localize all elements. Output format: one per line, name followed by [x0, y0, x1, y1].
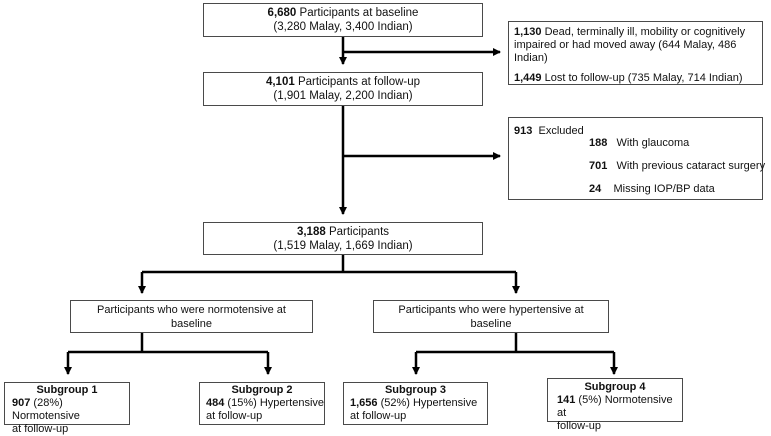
final-detail: (1,519 Malay, 1,669 Indian): [273, 240, 413, 252]
subgroup-text-line2: at follow-up: [12, 423, 69, 435]
excluded-box: 913 Excluded 188 With glaucoma 701 With …: [508, 117, 766, 200]
baseline-detail: (3,280 Malay, 3,400 Indian): [273, 21, 413, 33]
followup-label: Participants at follow-up: [297, 76, 421, 88]
subgroup-text-line1: (15%) Hypertensive: [227, 397, 325, 409]
normotensive-line1: Participants who were normotensive at: [97, 304, 286, 316]
subgroup-text-line2: at follow-up: [206, 410, 263, 422]
subgroup-title: Subgroup 1: [36, 384, 98, 396]
final-label: Participants: [328, 226, 390, 238]
baseline-label: Participants at baseline: [299, 7, 419, 19]
followup-box: 4,101 Participants at follow-up (1,901 M…: [203, 72, 483, 106]
normotensive-group-box: Participants who were normotensive at ba…: [70, 300, 313, 333]
hypertensive-line1: Participants who were hypertensive at: [398, 304, 584, 316]
hypertensive-line2: baseline: [470, 318, 512, 330]
subgroup-count: 141: [557, 394, 576, 406]
subgroup-title: Subgroup 3: [384, 384, 447, 396]
excluded-item-count: 188: [589, 137, 608, 149]
subgroup-4-box: Subgroup 4 141 (5%) Normotensive at foll…: [547, 378, 683, 432]
subgroup-count: 1,656: [350, 397, 378, 409]
subgroup-text-line1: (52%) Hypertensive: [380, 397, 478, 409]
subgroup-count: 907: [12, 397, 31, 409]
subgroup-text-line2: at follow-up: [350, 410, 407, 422]
followup-count: 4,101: [265, 76, 295, 88]
hypertensive-group-box: Participants who were hypertensive at ba…: [373, 300, 609, 333]
excluded-item-count: 24: [589, 183, 602, 195]
subgroup-title: Subgroup 4: [584, 381, 646, 393]
subgroup-1-box: Subgroup 1 907 (28%) Normotensive at fol…: [4, 382, 130, 435]
flowchart-connectors: [64, 36, 618, 375]
final-participants-box: 3,188 Participants (1,519 Malay, 1,669 I…: [203, 222, 483, 255]
dead-count: 1,130: [514, 26, 542, 38]
subgroup-2-box: Subgroup 2 484 (15%) Hypertensive at fol…: [199, 382, 325, 425]
excluded-label: Excluded: [538, 125, 584, 137]
subgroup-3-box: Subgroup 3 1,656 (52%) Hypertensive at f…: [343, 382, 488, 425]
baseline-count: 6,680: [267, 7, 297, 19]
lost-count: 1,449: [514, 72, 542, 84]
excluded-item-count: 701: [589, 160, 608, 172]
excluded-item-text: With glaucoma: [616, 137, 690, 149]
dead-text-line1: Dead, terminally ill, mobility or cognit…: [544, 26, 746, 38]
subgroup-text-line1: (5%) Normotensive at: [557, 394, 673, 419]
followup-detail: (1,901 Malay, 2,200 Indian): [273, 90, 413, 102]
subgroup-title: Subgroup 2: [231, 384, 293, 396]
lost-text: Lost to follow-up (735 Malay, 714 Indian…: [544, 72, 743, 84]
subgroup-text-line1: (28%) Normotensive: [12, 397, 80, 422]
dead-text-line2: impaired or had moved away (644 Malay, 4…: [514, 39, 737, 64]
excluded-count: 913: [514, 125, 533, 137]
excluded-item-text: With previous cataract surgery: [616, 160, 766, 172]
normotensive-line2: baseline: [171, 318, 212, 330]
final-count: 3,188: [296, 226, 326, 238]
attrition-box: 1,130 Dead, terminally ill, mobility or …: [508, 21, 763, 85]
baseline-box: 6,680 Participants at baseline (3,280 Ma…: [203, 3, 483, 37]
excluded-item-text: Missing IOP/BP data: [613, 183, 715, 195]
subgroup-count: 484: [206, 397, 225, 409]
